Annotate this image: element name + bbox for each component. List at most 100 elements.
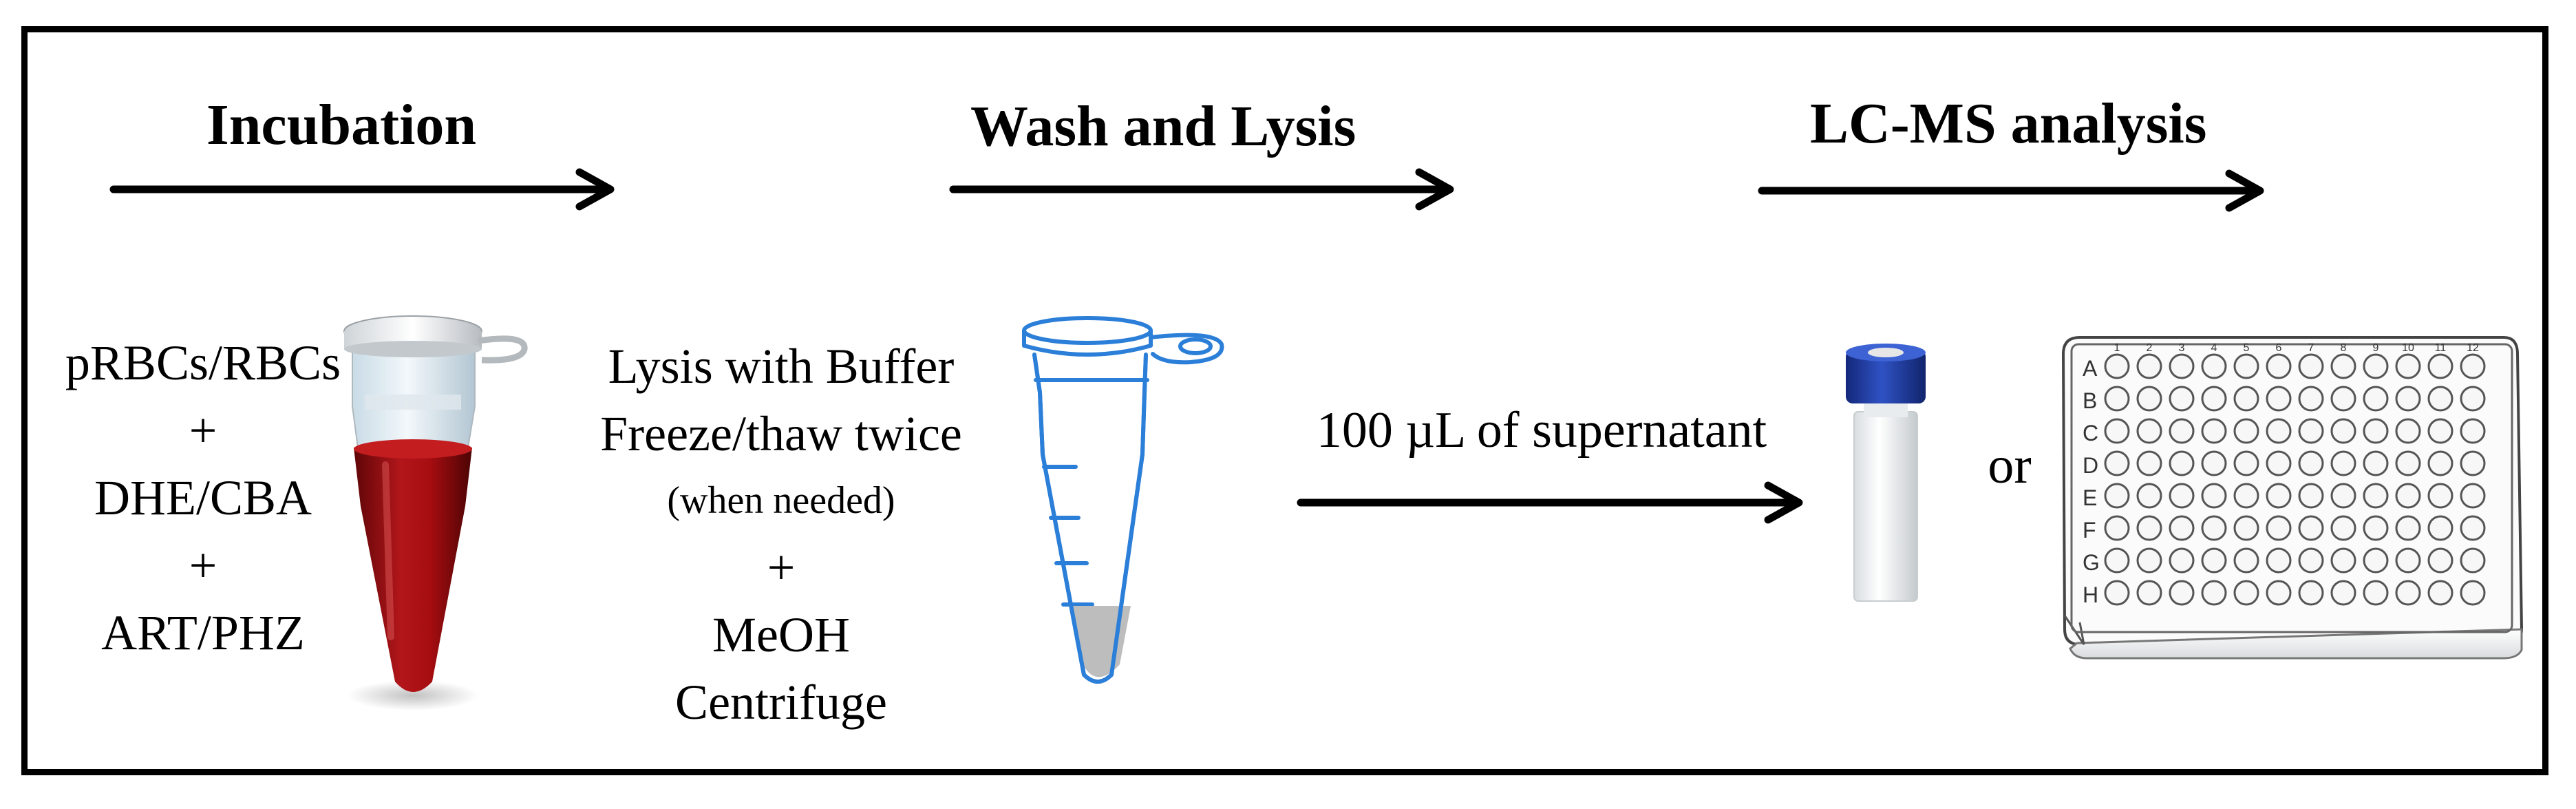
incubation-mixture: pRBCs/RBCs + DHE/CBA + ART/PHZ: [28, 329, 379, 666]
plate-well: [2330, 418, 2356, 444]
microcentrifuge-tube-icon: [1022, 316, 1224, 684]
plate-wells: [2104, 353, 2486, 606]
plate-well: [2427, 483, 2453, 509]
plate-well: [2266, 483, 2292, 509]
probe-text: DHE/CBA: [94, 470, 312, 525]
plate-well: [2136, 450, 2162, 476]
plate-well: [2363, 418, 2389, 444]
plate-well: [2266, 515, 2292, 541]
plate-well: [2266, 450, 2292, 476]
plate-well: [2136, 483, 2162, 509]
plate-column-label: 7: [2308, 342, 2314, 354]
plate-well: [2104, 580, 2130, 606]
plate-well: [2298, 580, 2324, 606]
plate-well: [2363, 386, 2389, 412]
plate-well: [2136, 386, 2162, 412]
plate-well: [2104, 353, 2130, 379]
plate-well: [2395, 580, 2421, 606]
plus-sign: +: [189, 403, 217, 458]
plate-well: [2201, 483, 2227, 509]
plate-well: [2460, 450, 2486, 476]
alternative-word: or: [1988, 437, 2032, 494]
plate-well: [2169, 515, 2195, 541]
plate-well: [2460, 353, 2486, 379]
plate-well: [2298, 547, 2324, 574]
lysis-buffer-text: Lysis with Buffer: [608, 339, 955, 394]
plate-well: [2395, 483, 2421, 509]
plate-well: [2395, 515, 2421, 541]
plate-well: [2233, 547, 2259, 574]
plate-well: [2427, 450, 2453, 476]
plate-well: [2395, 386, 2421, 412]
lysis-procedure: Lysis with Buffer Freeze/thaw twice (whe…: [544, 333, 1019, 736]
step-title-wash-lysis: Wash and Lysis: [970, 94, 1356, 158]
plate-column-label: 4: [2211, 342, 2217, 354]
plate-well: [2363, 547, 2389, 574]
plate-well: [2233, 515, 2259, 541]
plate-column-label: 9: [2373, 342, 2379, 354]
plate-well: [2169, 483, 2195, 509]
incubation-arrow: [109, 168, 615, 211]
plate-well: [2460, 515, 2486, 541]
plate-well: [2266, 547, 2292, 574]
plate-well: [2330, 386, 2356, 412]
plate-column-label: 6: [2276, 342, 2282, 354]
plate-well: [2104, 483, 2130, 509]
plate-row-label: B: [2083, 388, 2097, 413]
plate-well: [2395, 353, 2421, 379]
plate-well: [2169, 547, 2195, 574]
plate-well: [2427, 547, 2453, 574]
plate-well: [2363, 483, 2389, 509]
plate-well: [2136, 515, 2162, 541]
step-title-lcms: LC-MS analysis: [1810, 92, 2207, 156]
plate-well: [2104, 547, 2130, 574]
plate-well: [2427, 515, 2453, 541]
plate-well: [2363, 450, 2389, 476]
when-needed-text: (when needed): [667, 479, 895, 522]
transfer-arrow: [1297, 481, 1803, 524]
blood-sample-tube-icon: [343, 315, 528, 711]
methanol-text: MeOH: [712, 607, 850, 662]
plate-well: [2427, 386, 2453, 412]
plate-well: [2460, 547, 2486, 574]
plate-row-label: G: [2083, 550, 2100, 575]
plate-column-label: 3: [2179, 342, 2185, 354]
plate-column-label: 1: [2114, 342, 2120, 354]
plate-well: [2169, 353, 2195, 379]
plate-well: [2104, 450, 2130, 476]
plate-well: [2395, 450, 2421, 476]
plate-well: [2427, 418, 2453, 444]
plate-row-label: F: [2083, 518, 2096, 543]
diagram-border: [21, 26, 2548, 775]
plate-well: [2201, 580, 2227, 606]
plate-well: [2363, 580, 2389, 606]
plate-well: [2363, 515, 2389, 541]
plate-well: [2266, 353, 2292, 379]
freeze-thaw-text: Freeze/thaw twice: [600, 406, 962, 461]
plate-well: [2104, 418, 2130, 444]
plate-well: [2201, 386, 2227, 412]
plate-well: [2201, 418, 2227, 444]
plate-well: [2460, 483, 2486, 509]
plate-well: [2330, 450, 2356, 476]
plus-sign: +: [189, 538, 217, 593]
plate-well: [2136, 547, 2162, 574]
plate-row-label: A: [2083, 356, 2098, 381]
plate-well: [2395, 547, 2421, 574]
plate-well: [2298, 353, 2324, 379]
plate-well: [2330, 483, 2356, 509]
plate-well: [2201, 353, 2227, 379]
plus-sign: +: [767, 540, 796, 595]
sample-text: pRBCs/RBCs: [65, 335, 341, 390]
transfer-label: 100 µL of supernatant: [1316, 402, 1767, 459]
lcms-arrow: [1758, 169, 2264, 212]
plate-well: [2233, 450, 2259, 476]
plate-well: [2298, 450, 2324, 476]
plate-well: [2169, 450, 2195, 476]
plate-well: [2298, 418, 2324, 444]
plate-well: [2266, 386, 2292, 412]
plate-well: [2298, 515, 2324, 541]
